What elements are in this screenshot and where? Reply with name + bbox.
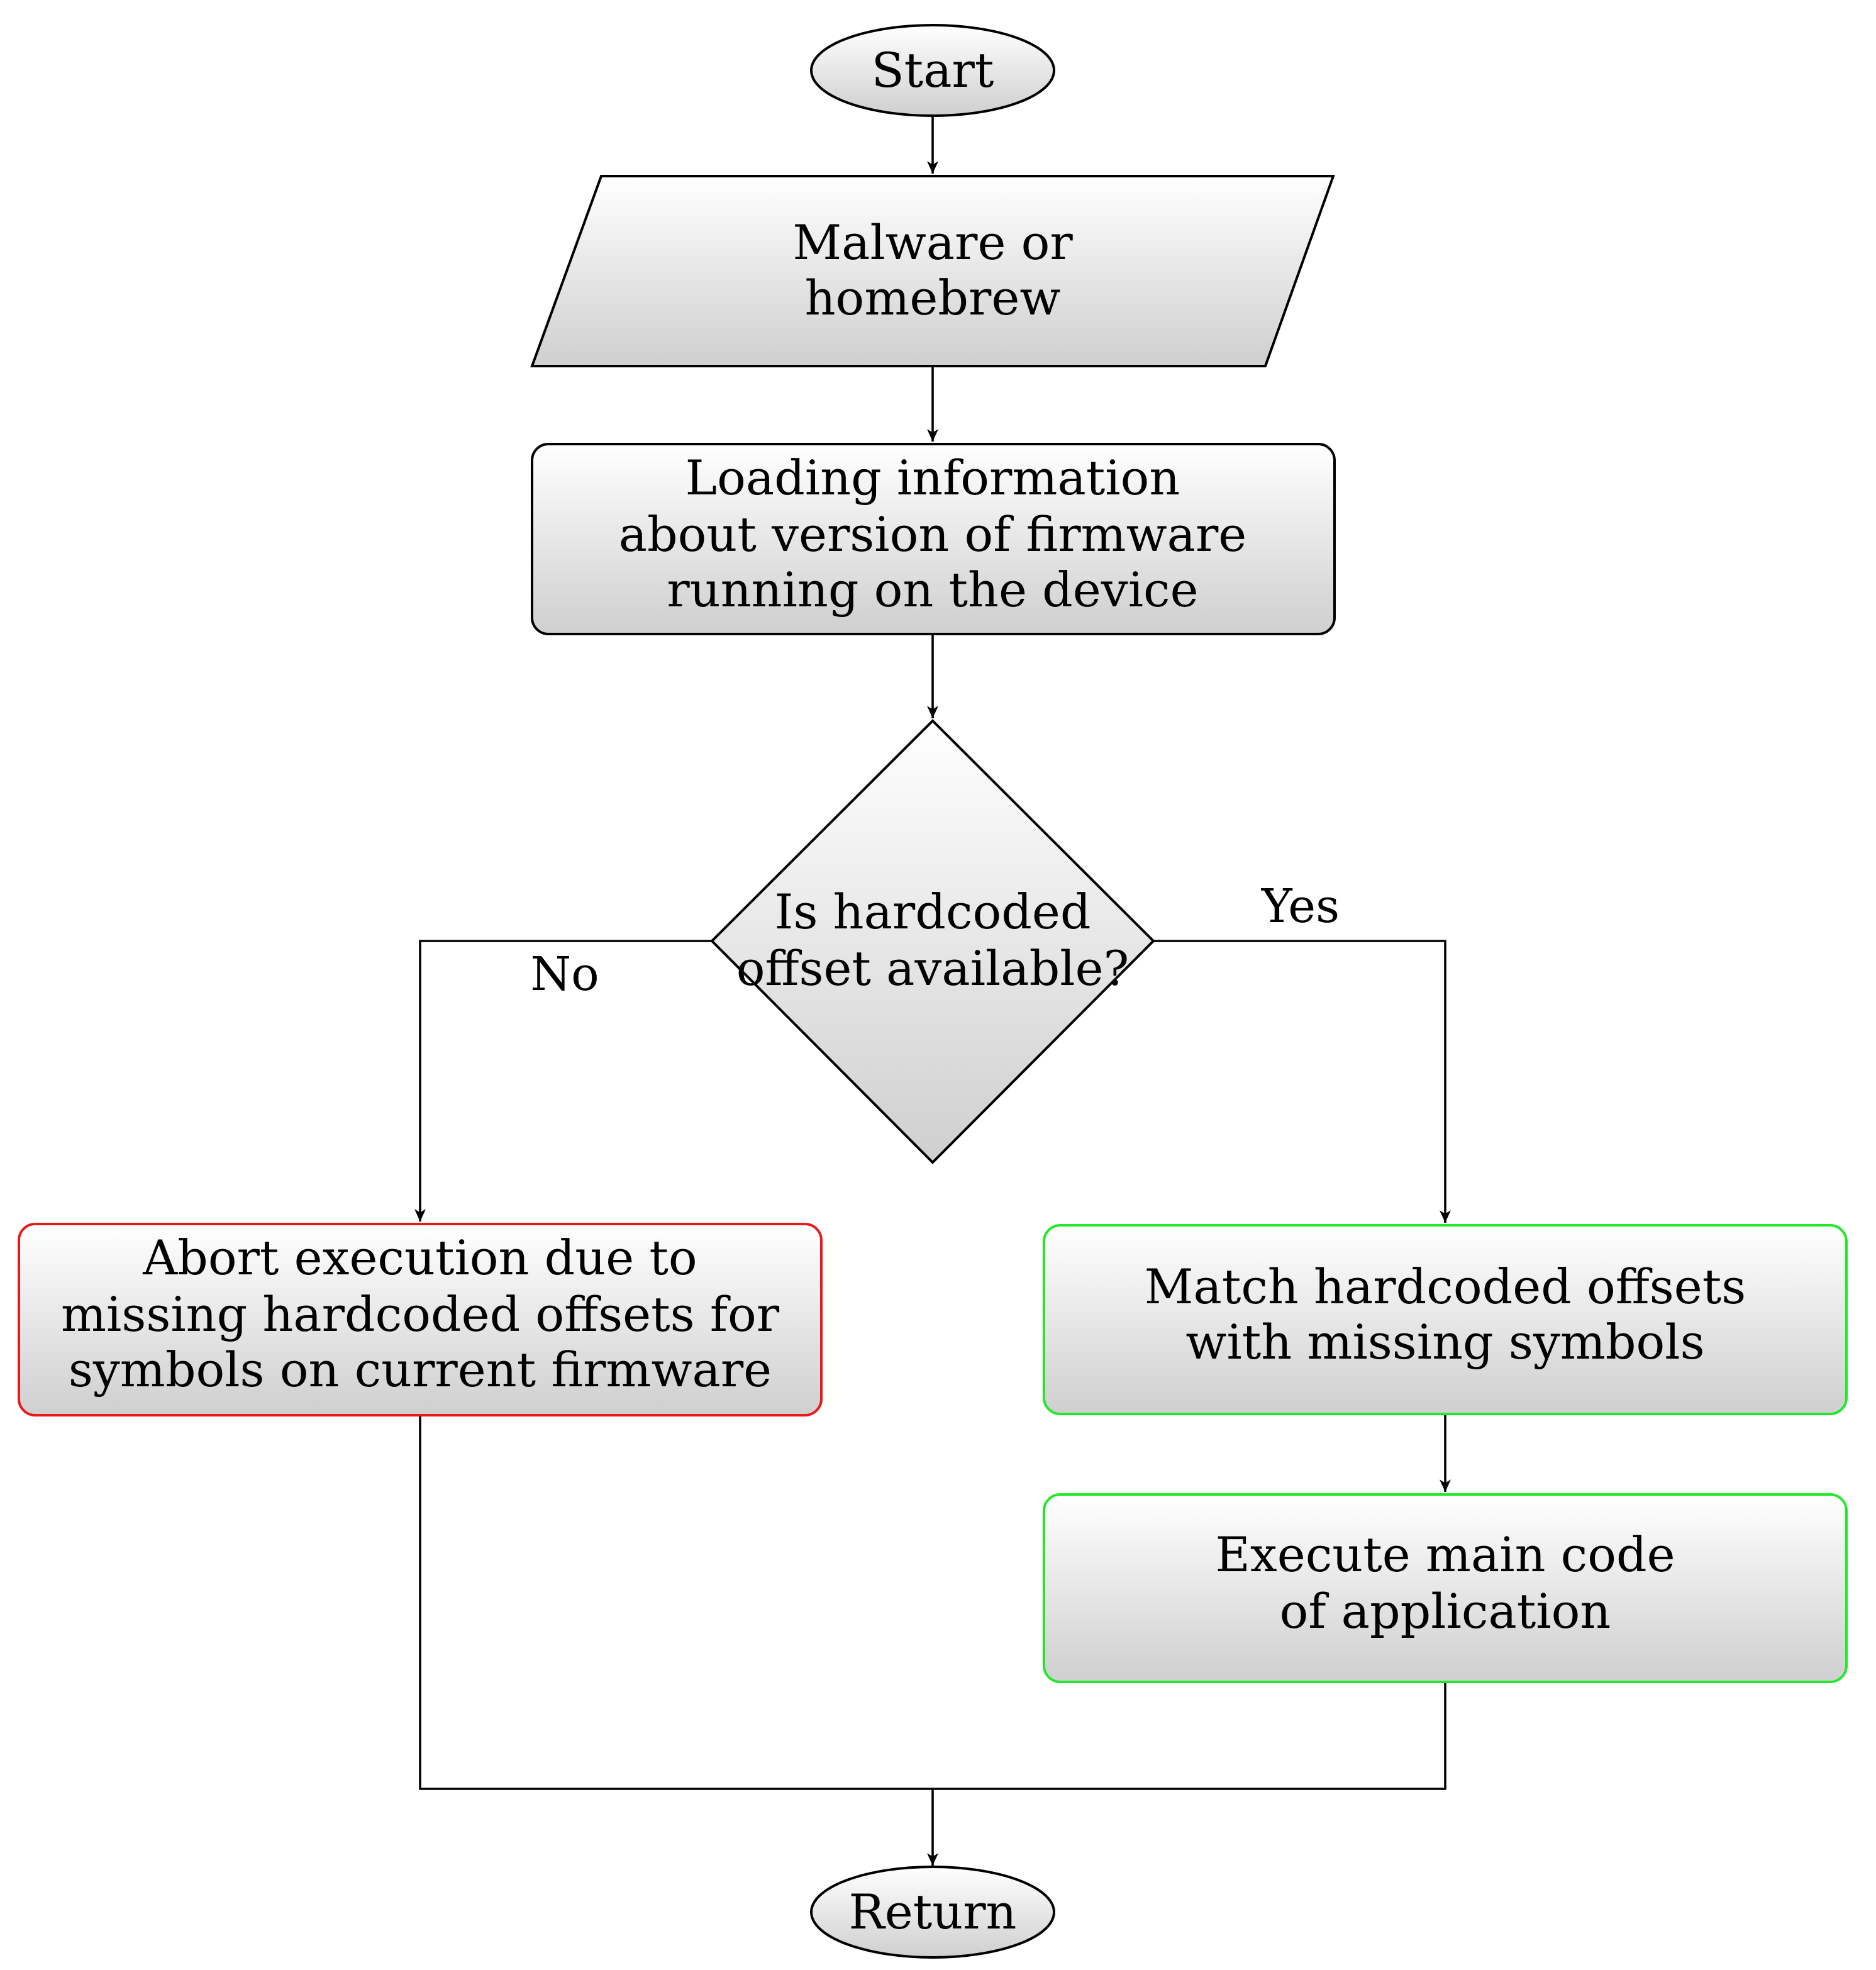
edge-abort-to-merge [419,1416,933,1790]
abort-label-line-1: Abort execution due to [142,1230,697,1286]
decision-label-line-1: Is hardcoded [774,884,1091,940]
loading-label-line-1: Loading information [685,450,1180,506]
edge-decision-to-abort [414,940,712,1222]
loading-label-line-3: running on the device [667,562,1198,618]
input-label-line-1: Malware or [792,214,1073,270]
match-process-box: Match hardcoded offsets with missing sym… [1043,1224,1848,1415]
match-label-line-2: with missing symbols [1185,1314,1704,1370]
edge-label-yes: Yes [1261,879,1340,933]
return-label: Return [849,1884,1017,1940]
match-label-line-1: Match hardcoded offsets [1145,1259,1746,1315]
edge-label-no: No [530,947,599,1001]
input-label-line-2: homebrew [805,270,1061,326]
start-terminal: Start [810,24,1055,117]
input-parallelogram: Malware or homebrew [530,175,1335,367]
connectors [414,117,1451,1866]
execute-label-line-1: Execute main code [1215,1527,1675,1583]
execute-label-line-2: of application [1280,1583,1611,1639]
abort-label-line-2: missing hardcoded offsets for [61,1286,780,1342]
edge-execute-to-merge [933,1683,1446,1790]
return-terminal: Return [810,1866,1055,1959]
abort-label-line-3: symbols on current firmware [69,1342,772,1398]
start-label: Start [872,42,994,98]
edge-decision-to-match [1153,940,1451,1223]
loading-process-box: Loading information about version of fir… [531,443,1336,635]
abort-process-box: Abort execution due to missing hardcoded… [18,1223,823,1416]
loading-label-line-2: about version of firmware [619,506,1247,562]
execute-process-box: Execute main code of application [1043,1493,1848,1683]
decision-label-line-2: offset available? [736,940,1129,996]
decision-diamond: Is hardcoded offset available? [710,719,1155,1164]
